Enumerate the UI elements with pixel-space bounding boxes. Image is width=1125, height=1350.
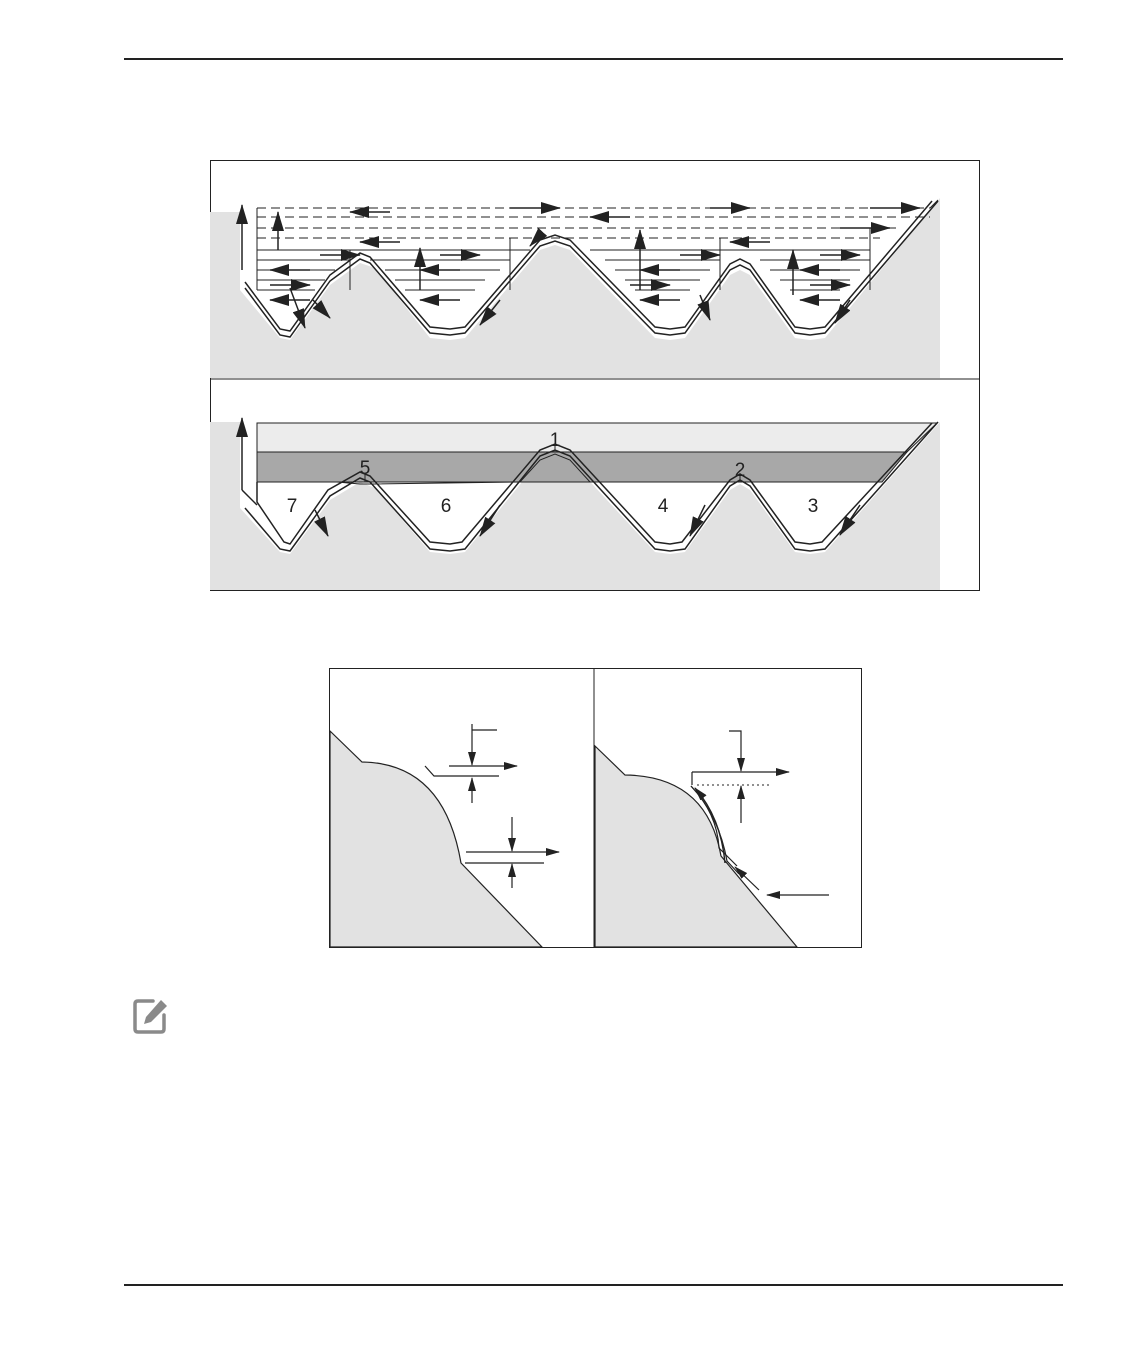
region-label-1: 1: [550, 430, 561, 451]
region-band-2: [256, 451, 909, 483]
region-label-6: 6: [441, 496, 452, 517]
finish-allowance-diagram: [329, 668, 862, 948]
region-label-5: 5: [360, 458, 371, 479]
bottom-rule: [124, 1284, 1063, 1286]
region-label-4: 4: [658, 496, 669, 517]
region-label-7: 7: [287, 496, 298, 517]
finish-contour: [244, 200, 939, 338]
top-rule: [124, 58, 1063, 60]
finish-contour-lower: [244, 421, 939, 552]
pass-arrows: [236, 202, 921, 329]
bottom-panel: 1 5 2 7 6 4 3: [210, 417, 940, 590]
allowance-left: [329, 724, 560, 948]
stock-profile: [210, 198, 940, 378]
note-edit-icon: [131, 996, 171, 1036]
toolpath-diagram: 1 5 2 7 6 4 3: [210, 160, 980, 591]
region-label-3: 3: [808, 496, 819, 517]
allowance-right: [594, 730, 829, 948]
stock-profile-lower: [210, 422, 940, 590]
top-panel: [210, 198, 940, 378]
region-label-2: 2: [735, 460, 746, 481]
region-band-1: [256, 422, 939, 453]
